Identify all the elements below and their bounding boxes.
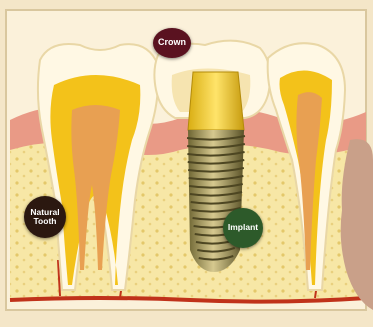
natural-tooth-label: Natural Tooth — [24, 196, 66, 238]
implant-label: Implant — [223, 208, 263, 248]
implant-screw — [187, 130, 245, 272]
implant-abutment — [188, 72, 244, 130]
crown-label-text: Crown — [158, 38, 186, 48]
natural-tooth-label-line2: Tooth — [30, 217, 59, 226]
crown-label: Crown — [153, 28, 191, 58]
implant-label-text: Implant — [228, 223, 258, 232]
